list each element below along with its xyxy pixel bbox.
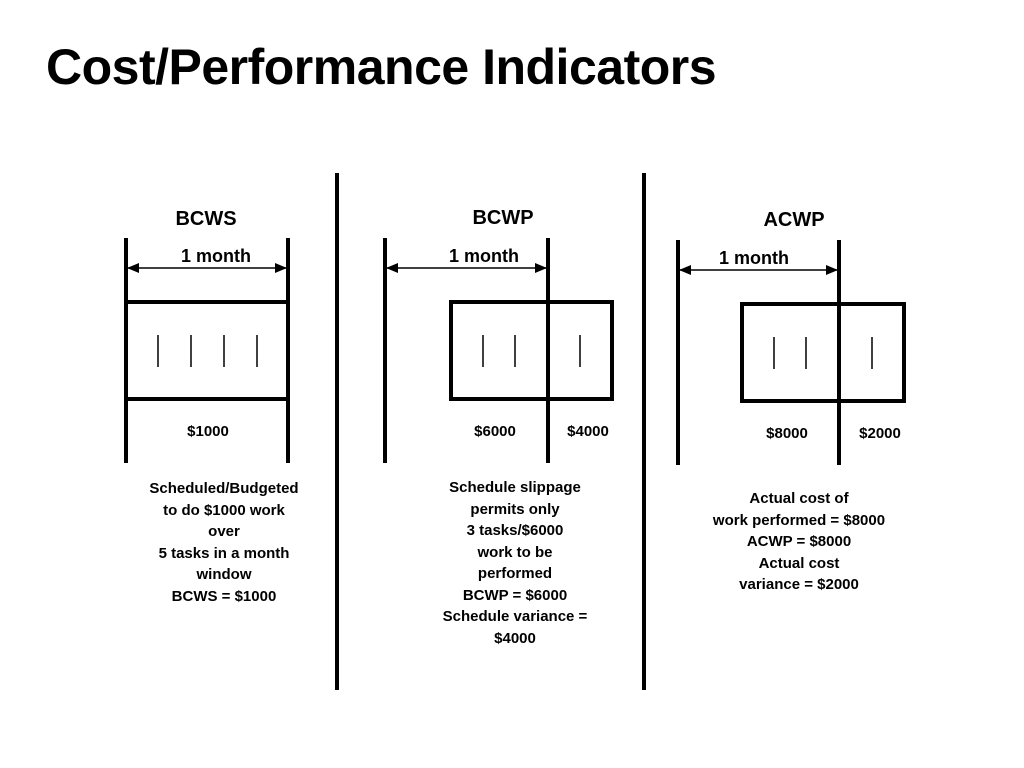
acwp-actual-amount: $8000: [766, 425, 808, 442]
bcws-description-line: to do $1000 work: [163, 501, 285, 519]
bcws-graphic: [124, 238, 290, 463]
acwp-description-line: Actual cost: [758, 554, 840, 572]
bcwp-description-line: work to be: [477, 543, 553, 561]
bcws-description-line: BCWS = $1000: [171, 587, 277, 605]
bcwp-description-line: 3 tasks/$6000: [466, 522, 564, 539]
bcws-description-line: 5 tasks in a month: [158, 544, 290, 562]
acwp-variance-amount: $2000: [859, 425, 901, 442]
bcwp-description-line: $4000: [494, 629, 536, 647]
bcws-duration-label: 1 month: [181, 246, 251, 266]
bcws-description-line: over: [208, 523, 240, 540]
acwp-description-line: work performed = $8000: [712, 511, 886, 529]
bcwp-description: Schedule slippage permits only 3 tasks/$…: [415, 477, 615, 649]
bcwp-description-line: Schedule variance =: [442, 608, 588, 625]
bcwp-description-line: BCWP = $6000: [462, 586, 568, 604]
acwp-heading: ACWP: [763, 209, 825, 231]
acwp-description-line: variance = $2000: [739, 576, 859, 593]
bcwp-earned-amount: $6000: [474, 423, 516, 440]
bcwp-description-line: performed: [477, 565, 553, 582]
bcws-description-line: Scheduled/Budgeted: [149, 480, 299, 497]
bcwp-graphic: [383, 238, 614, 463]
bcws-description-line: window: [196, 566, 252, 583]
bcwp-bar: [449, 300, 614, 401]
bcwp-variance-amount: $4000: [567, 423, 609, 440]
bcws-description: Scheduled/Budgeted to do $1000 work over…: [124, 478, 324, 607]
acwp-description-line: ACWP = $8000: [746, 533, 852, 550]
bcwp-duration-label: 1 month: [449, 246, 519, 266]
acwp-description-line: Actual cost of: [749, 490, 849, 507]
slide-title: Cost/Performance Indicators: [46, 39, 717, 95]
bcws-planned-amount: $1000: [187, 423, 229, 440]
acwp-duration-label: 1 month: [719, 248, 789, 268]
acwp-graphic: [676, 240, 906, 465]
bcwp-description-line: Schedule slippage: [449, 479, 581, 496]
acwp-description: Actual cost of work performed = $8000 AC…: [679, 488, 919, 596]
bcws-heading: BCWS: [175, 208, 237, 230]
bcwp-heading: BCWP: [472, 207, 534, 229]
acwp-bar: [740, 302, 906, 403]
bcwp-description-line: permits only: [470, 500, 560, 518]
